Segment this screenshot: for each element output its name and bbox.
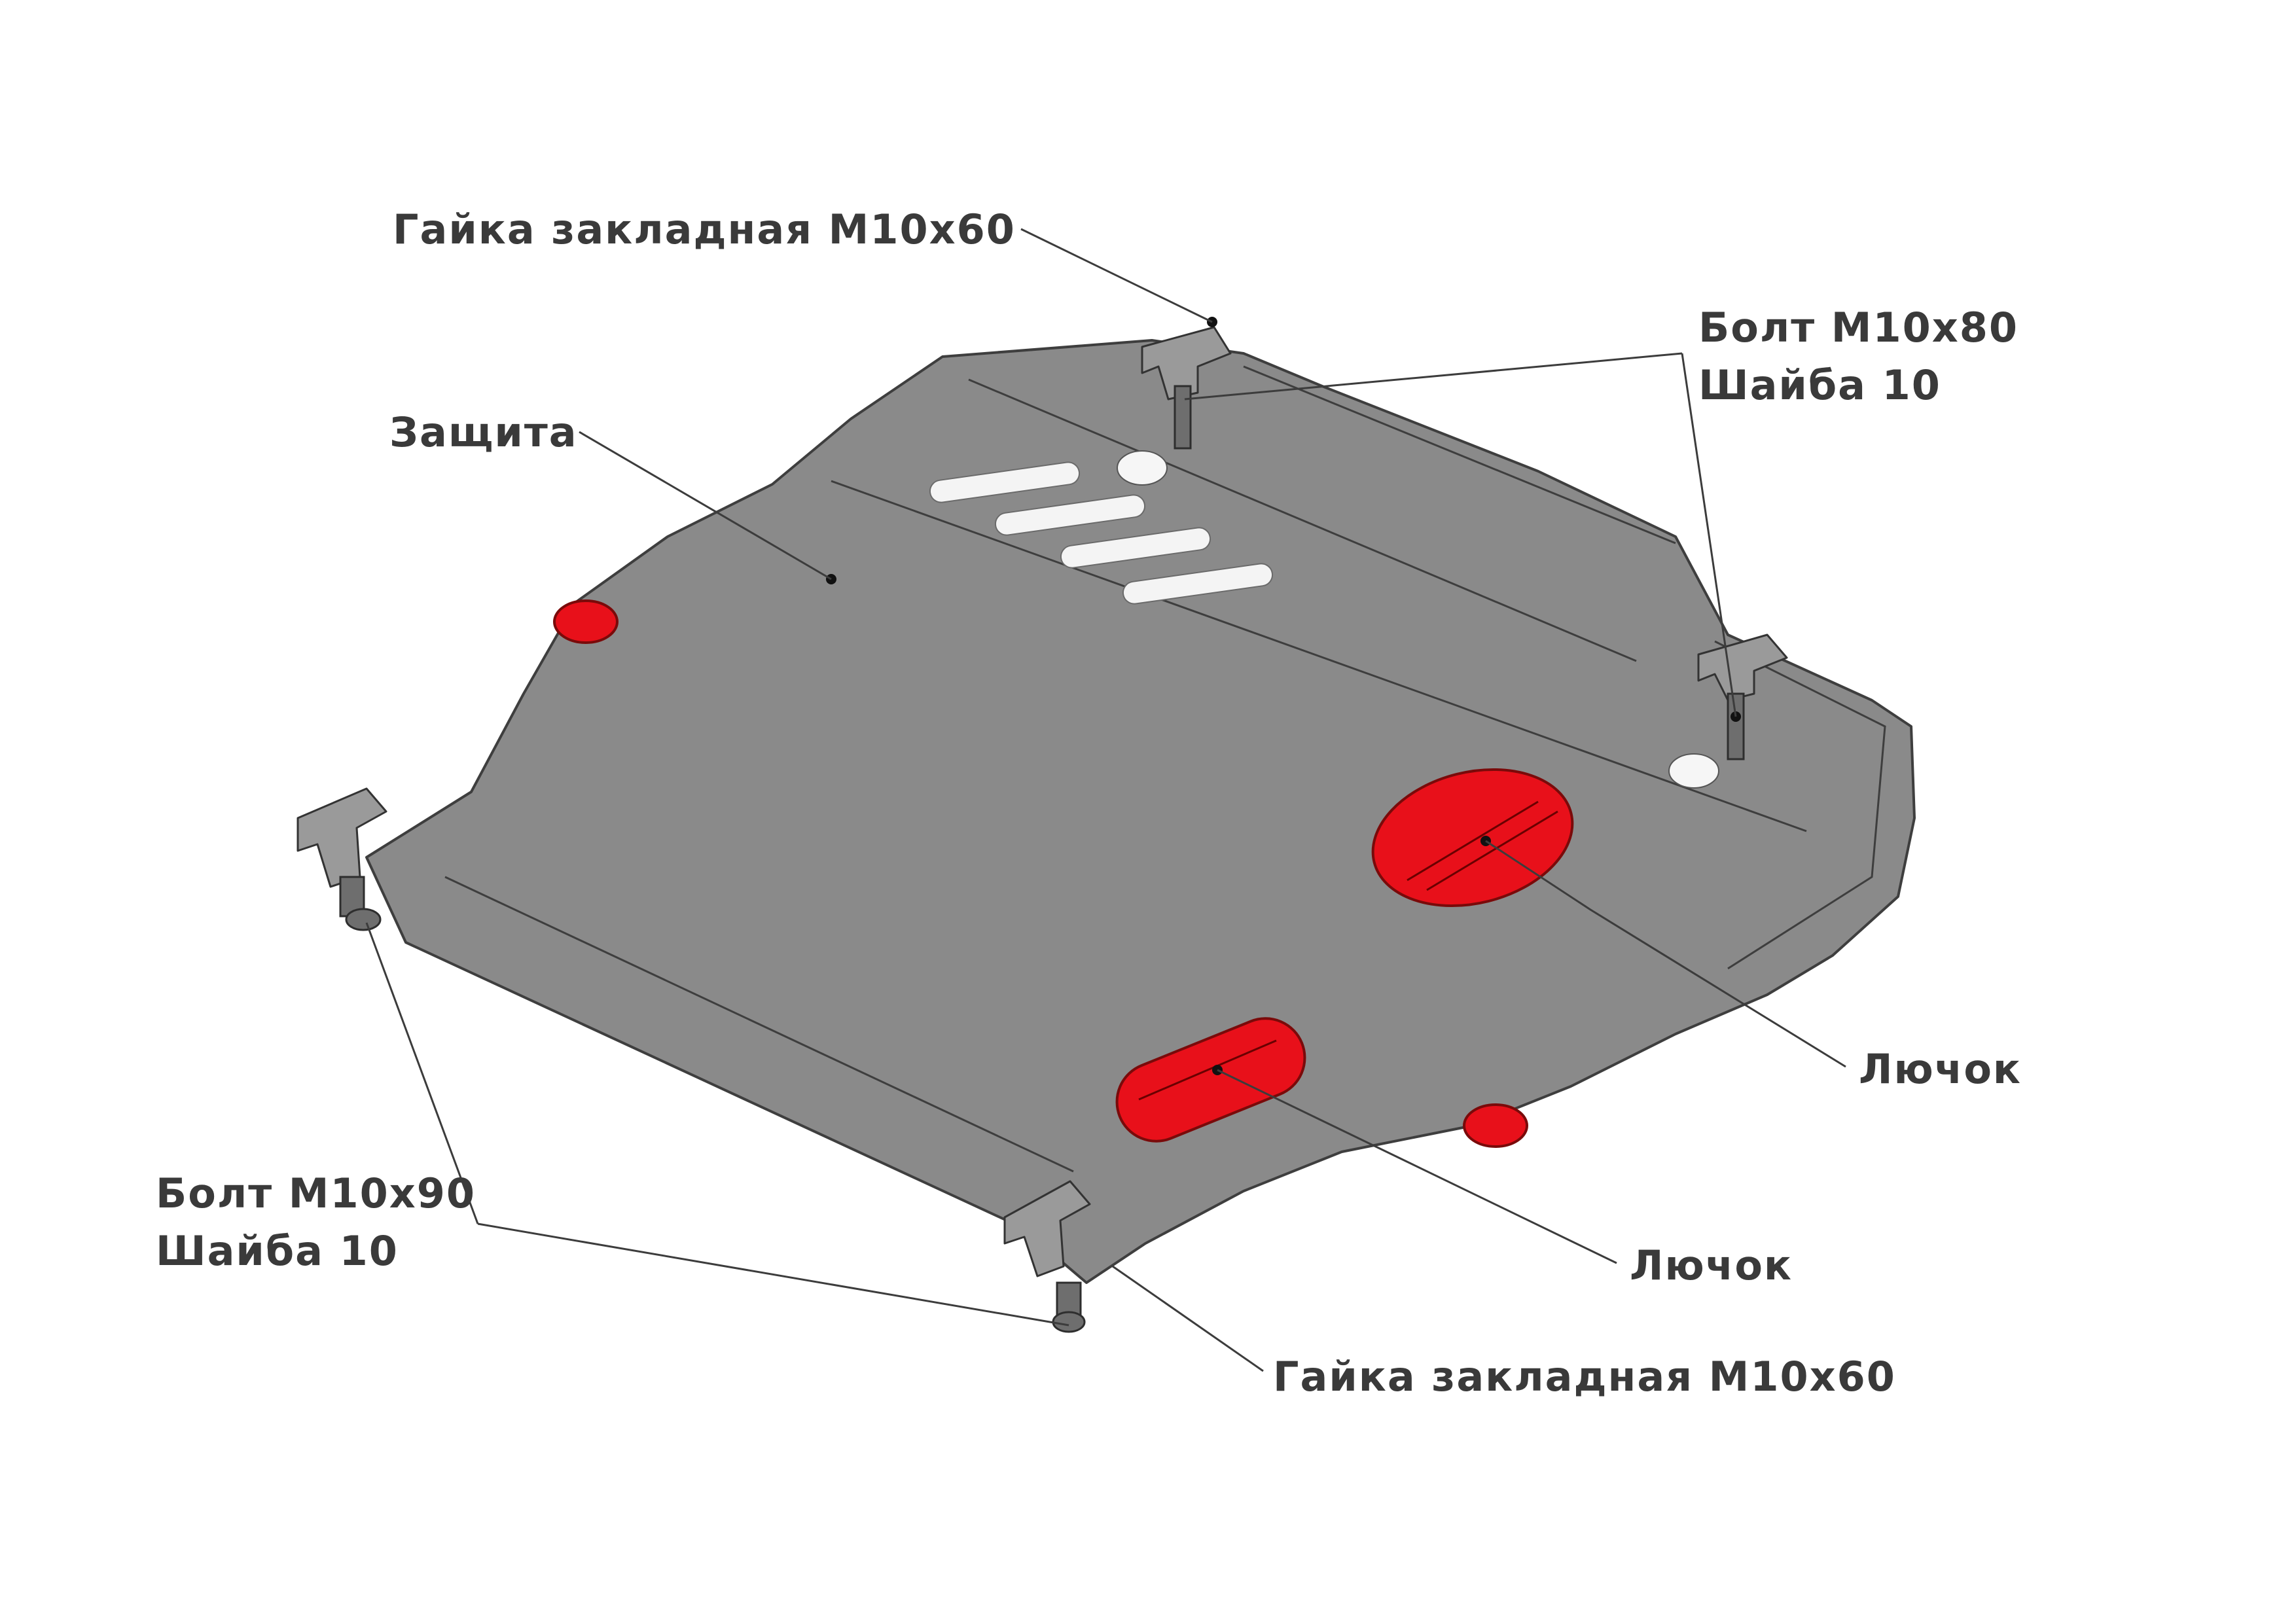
fold-line-4 xyxy=(1714,640,1886,970)
mount-hole-top xyxy=(1117,450,1168,486)
leader-guard xyxy=(579,431,832,580)
label-bolt-top-line1: Болт М10х80 xyxy=(1698,304,2018,351)
label-nut-bottom: Гайка закладная М10х60 xyxy=(1273,1353,1896,1400)
vent-slot-1 xyxy=(929,461,1081,503)
leader-nut-bottom xyxy=(1112,1265,1264,1372)
guard-plate-body xyxy=(365,339,1916,1284)
leader-bolt-bottom-b xyxy=(477,1222,1069,1327)
hatch-right-rib xyxy=(1407,800,1558,891)
label-guard: Защита xyxy=(389,408,578,456)
leader-hatch-left xyxy=(1217,1069,1617,1264)
label-nut-top: Гайка закладная М10х60 xyxy=(393,205,1016,253)
leader-lines xyxy=(365,228,1846,1372)
bolt-left-head xyxy=(345,908,382,931)
plug-lower-right xyxy=(1463,1103,1528,1148)
vent-slots xyxy=(929,461,1274,605)
bolt-top xyxy=(1174,385,1192,450)
label-hatch-left: Лючок xyxy=(1630,1241,1793,1289)
fold-line-5 xyxy=(1243,365,1676,544)
fold-line-3 xyxy=(444,876,1074,1173)
leader-bolt-top-a xyxy=(1184,352,1683,401)
hatch-left xyxy=(1115,1017,1306,1143)
bracket-left xyxy=(296,787,387,931)
bracket-top-body xyxy=(1141,326,1232,401)
hatch-left-rib xyxy=(1138,1039,1277,1101)
leader-nut-top xyxy=(1020,228,1213,323)
leader-bolt-bottom-a xyxy=(365,922,479,1224)
hatch-right xyxy=(1371,768,1574,908)
vent-slot-2 xyxy=(994,494,1146,536)
red-hatches xyxy=(553,599,1574,1148)
bracket-bottom-body xyxy=(1003,1180,1091,1277)
label-bolt-top-line2: Шайба 10 xyxy=(1698,361,1941,409)
bolt-bottom-head xyxy=(1052,1311,1086,1333)
leader-hatch-right xyxy=(1485,840,1846,1068)
label-bolt-bottom-line1: Болт М10х90 xyxy=(156,1169,476,1217)
guard-plate xyxy=(365,339,1916,1284)
label-hatch-right: Лючок xyxy=(1859,1045,2022,1093)
plug-upper-left xyxy=(553,599,619,644)
leader-bolt-top-b xyxy=(1681,353,1737,717)
label-bolt-bottom-line2: Шайба 10 xyxy=(156,1227,399,1275)
fold-line-1 xyxy=(968,378,1637,662)
bolt-right xyxy=(1727,692,1745,760)
mount-hole-right xyxy=(1668,753,1719,789)
bracket-right-body xyxy=(1697,633,1788,702)
callout-labels: Гайка закладная М10х60 Болт М10х80 Шайба… xyxy=(156,205,2022,1400)
bracket-top xyxy=(1141,317,1232,450)
vent-slot-3 xyxy=(1060,527,1211,569)
fold-line-2 xyxy=(831,480,1807,832)
bracket-right xyxy=(1697,633,1788,760)
vent-slot-4 xyxy=(1122,563,1274,605)
